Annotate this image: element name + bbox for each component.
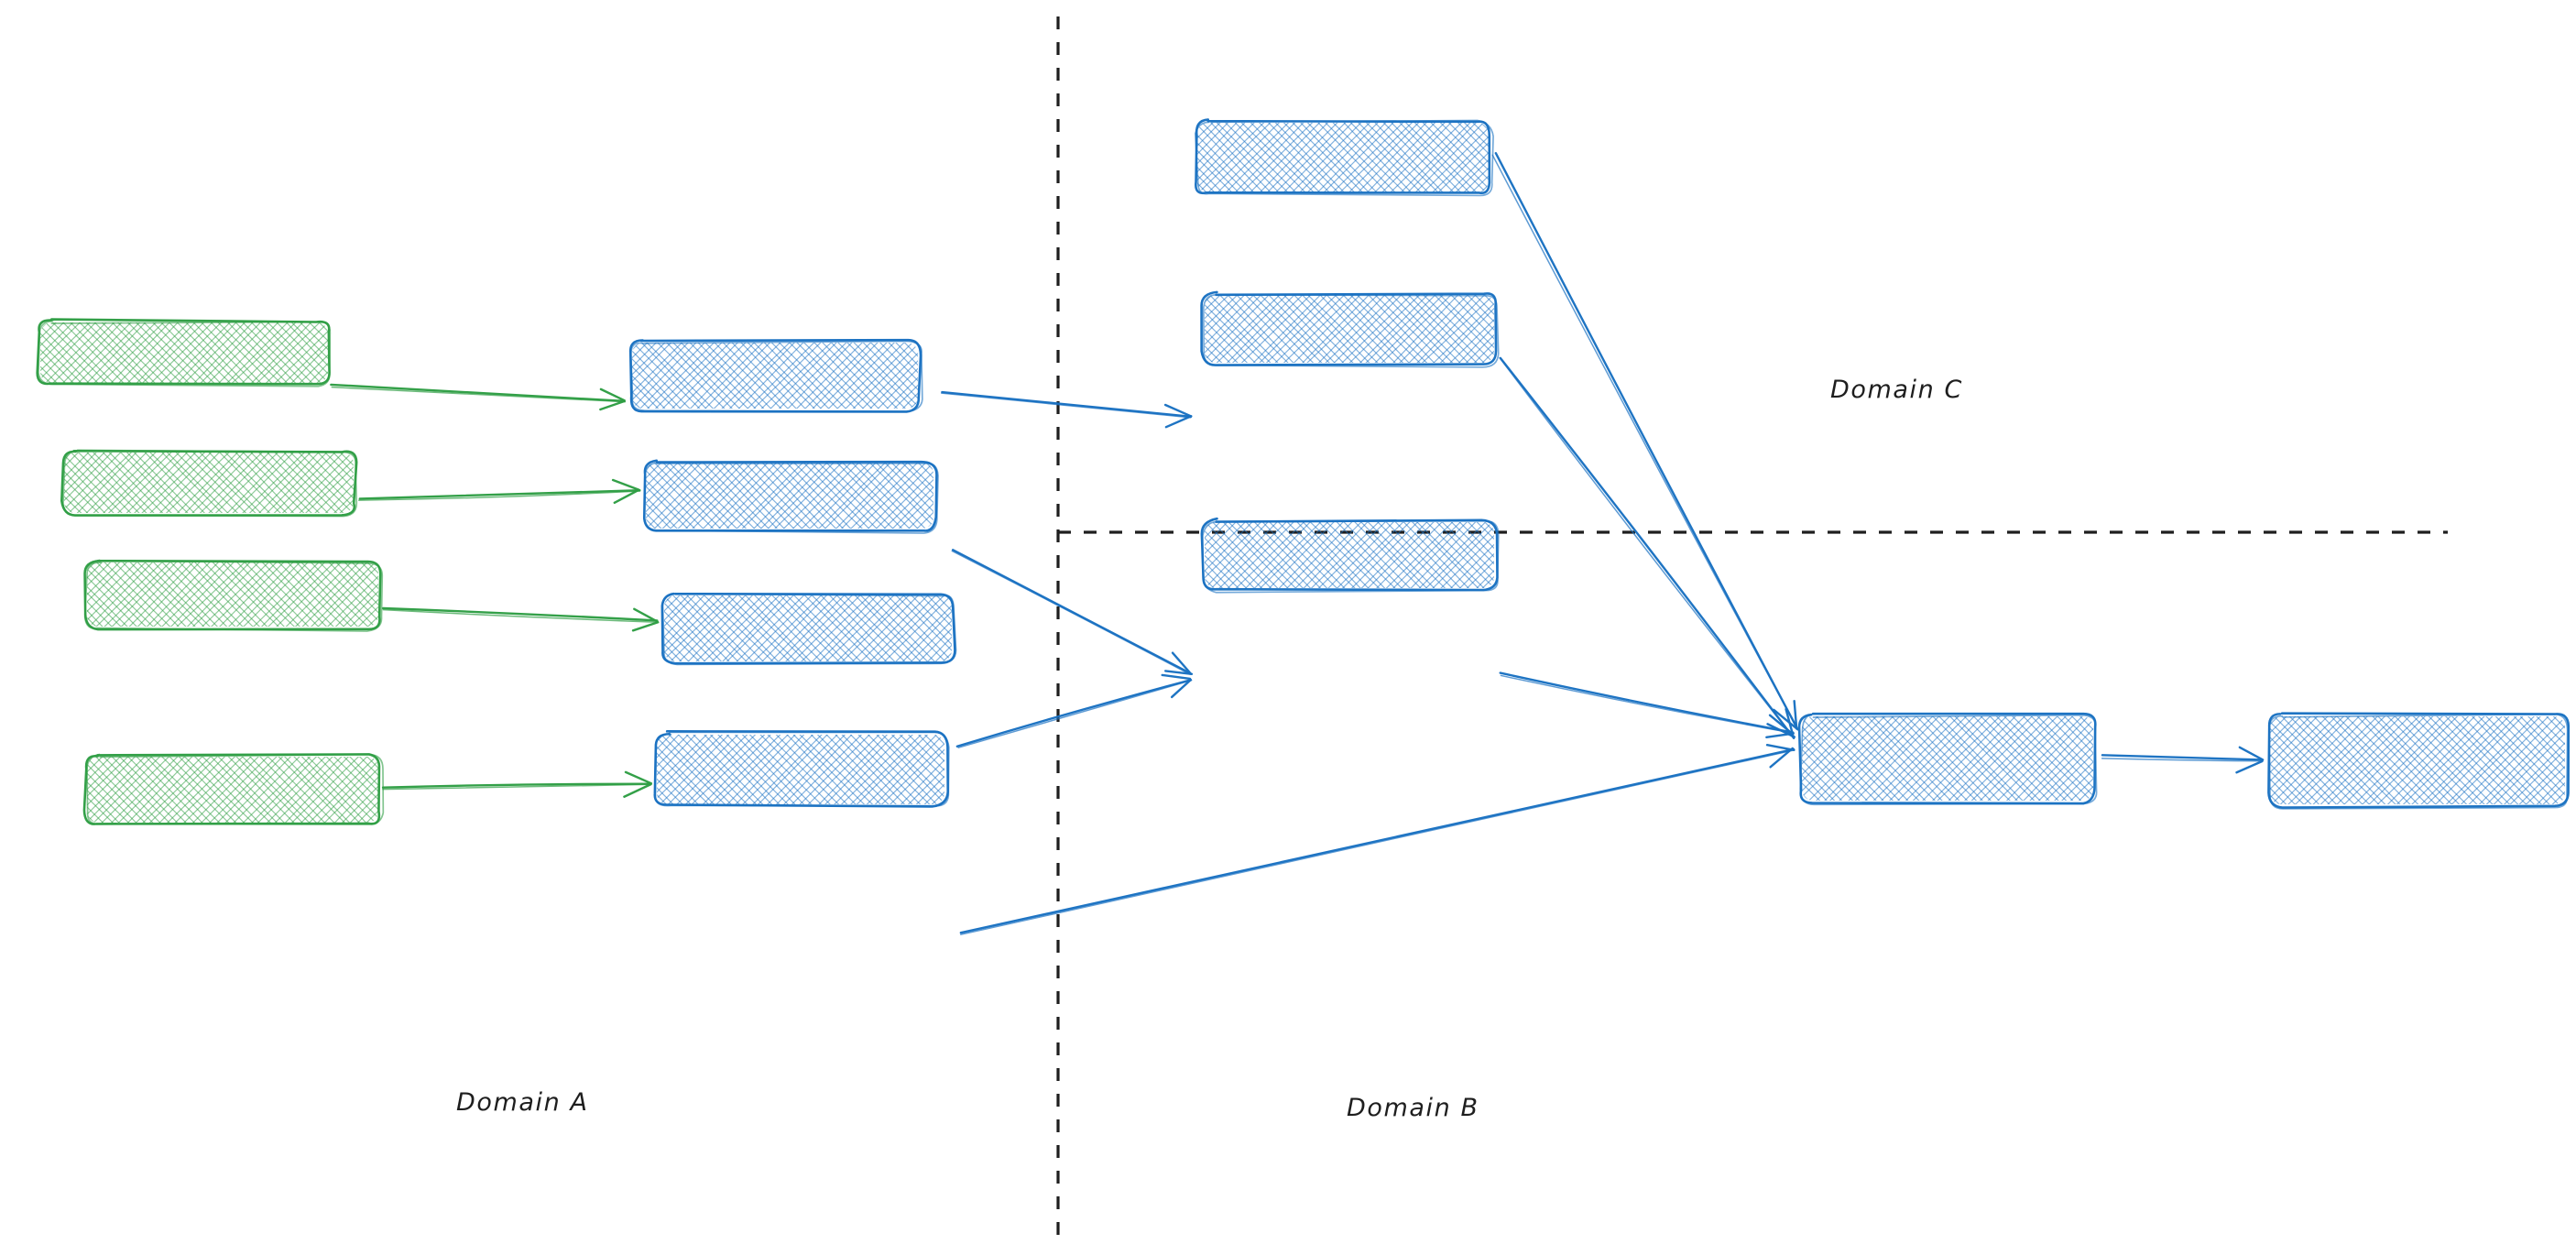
edge-b1-c2 [941, 390, 1193, 429]
edge-c2-d1 [1499, 356, 1796, 739]
node-b2[interactable] [556, 454, 1032, 538]
edge-b4-d1 [959, 744, 1796, 935]
edge-b2-d2 [951, 549, 1194, 675]
label-domain-c: Domain C [1830, 376, 1964, 404]
edge-c1-d1 [1491, 151, 1799, 731]
edge-a1-b1 [330, 383, 627, 411]
label-domain-b: Domain B [1347, 1094, 1479, 1122]
node-a4[interactable] [0, 748, 475, 832]
node-b1[interactable] [541, 334, 1010, 418]
edge-d1-e1 [2101, 746, 2265, 774]
node-c1[interactable] [1104, 115, 1593, 202]
node-c3[interactable] [1114, 514, 1591, 597]
node-a1[interactable] [0, 314, 418, 392]
node-a3[interactable] [0, 554, 474, 636]
node-e1[interactable] [2159, 708, 2576, 813]
edge-a2-b2 [357, 478, 641, 505]
edge-b3-d2 [955, 673, 1193, 748]
node-c2[interactable] [1114, 287, 1591, 372]
node-b3[interactable] [573, 587, 1050, 671]
edge-a4-b4 [381, 770, 653, 798]
label-domain-a: Domain A [456, 1088, 589, 1117]
node-a2[interactable] [0, 444, 443, 522]
node-b4[interactable] [562, 726, 1042, 813]
edge-a3-b3 [382, 606, 660, 632]
edge-d2-d1 [1499, 671, 1796, 739]
node-d1[interactable] [1693, 708, 2206, 810]
